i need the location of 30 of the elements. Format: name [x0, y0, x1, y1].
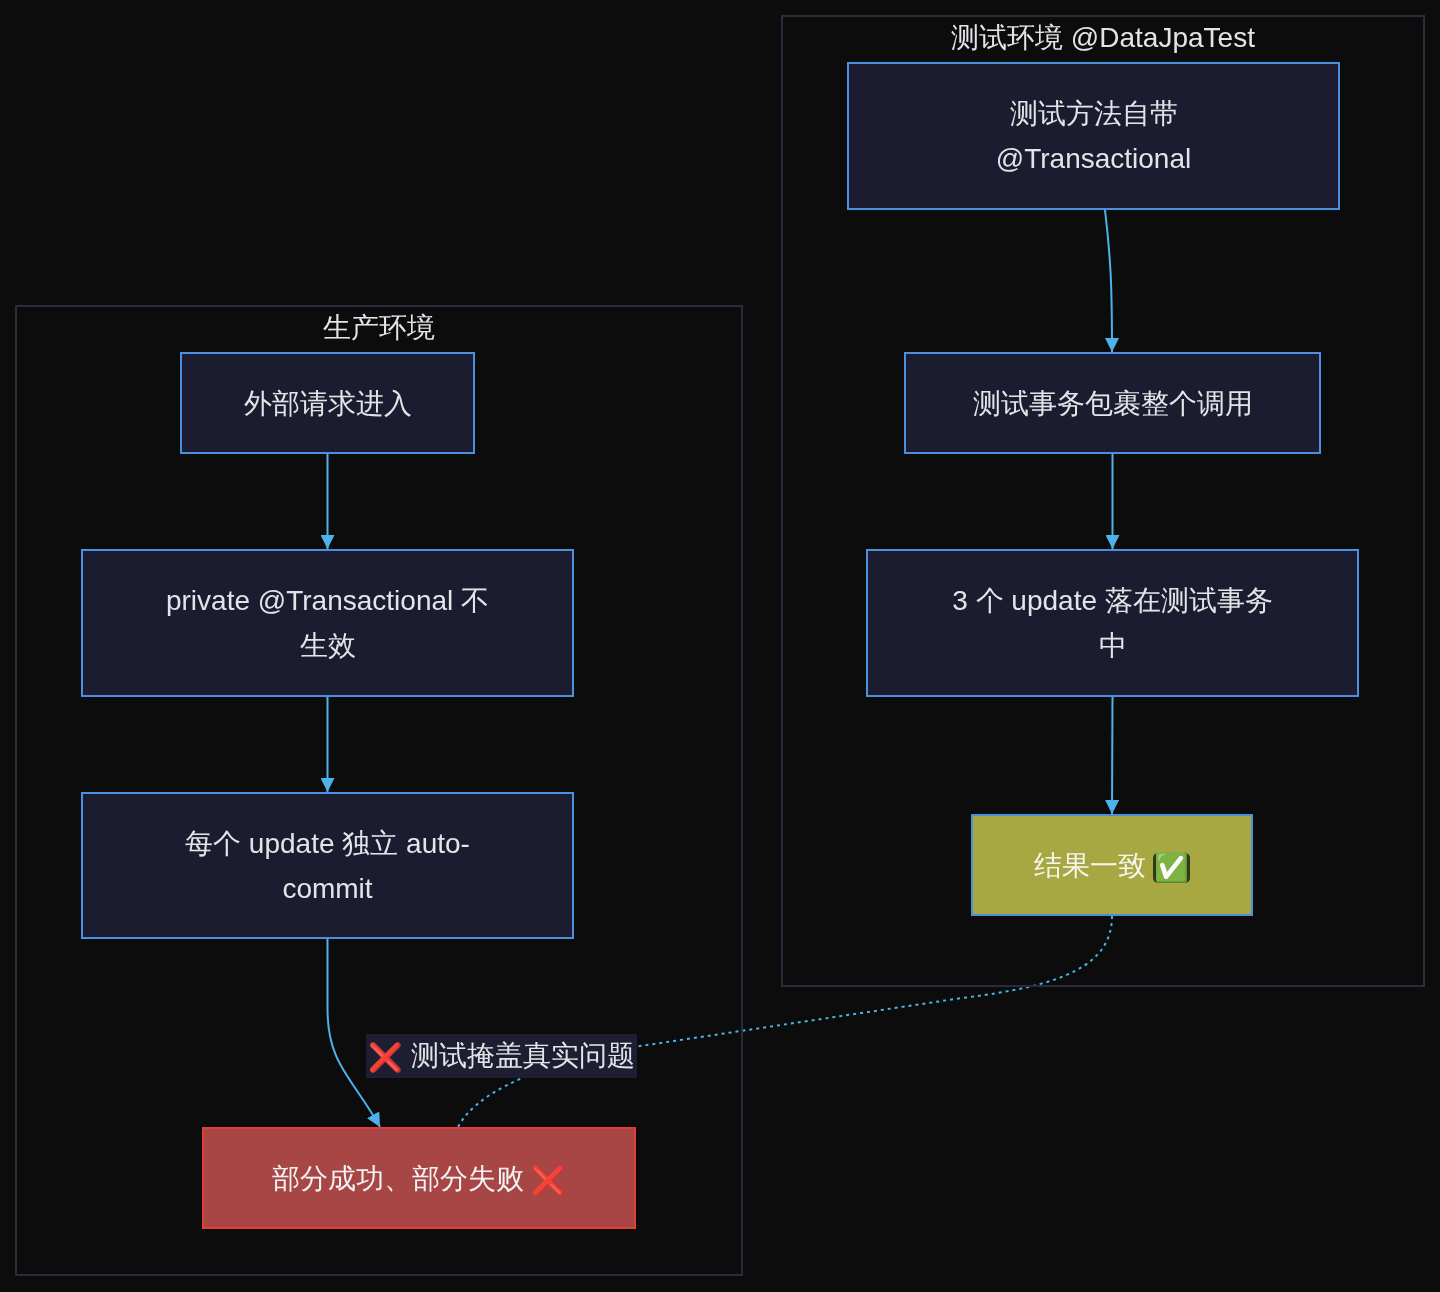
process-box: [971, 814, 1253, 916]
node-label: 部分成功、部分失败: [271, 1162, 525, 1194]
arrow: [320, 453, 335, 550]
process-box: [81, 549, 574, 697]
arrow: [1105, 453, 1120, 550]
group-frame: [15, 305, 743, 1276]
node-label: 测试方法自带 @Transactional: [994, 97, 1193, 176]
process-box: [904, 352, 1321, 454]
arrow: [320, 696, 335, 793]
node-label: 测试事务包裹整个调用: [972, 386, 1253, 421]
arrow: [1104, 209, 1119, 353]
arrow: [1105, 696, 1120, 815]
check-mark-icon: ✅: [1153, 852, 1191, 883]
node-label: 每个 update 独立 auto-commit: [184, 826, 471, 906]
group-title: 测试环境 @DataJpaTest: [951, 21, 1255, 55]
group-title: 生产环境: [323, 311, 435, 345]
process-box: [180, 352, 475, 454]
arrow: [326, 938, 381, 1128]
node-label: 结果一致: [1033, 849, 1147, 881]
process-box: [866, 549, 1359, 697]
group-frame: [781, 15, 1425, 987]
node-label: 3 个 update 落在测试事务中: [951, 584, 1274, 663]
node-label: 外部请求进入: [243, 386, 412, 421]
cross-mark-icon: ❌: [368, 1044, 403, 1072]
process-box: [847, 62, 1340, 210]
edge-label: 测试掩盖真实问题: [409, 1040, 635, 1071]
node-label: private @Transactional 不生效: [164, 584, 491, 663]
process-box: [202, 1127, 636, 1229]
process-box: [81, 792, 574, 939]
cross-mark-icon: ❌: [531, 1166, 567, 1195]
